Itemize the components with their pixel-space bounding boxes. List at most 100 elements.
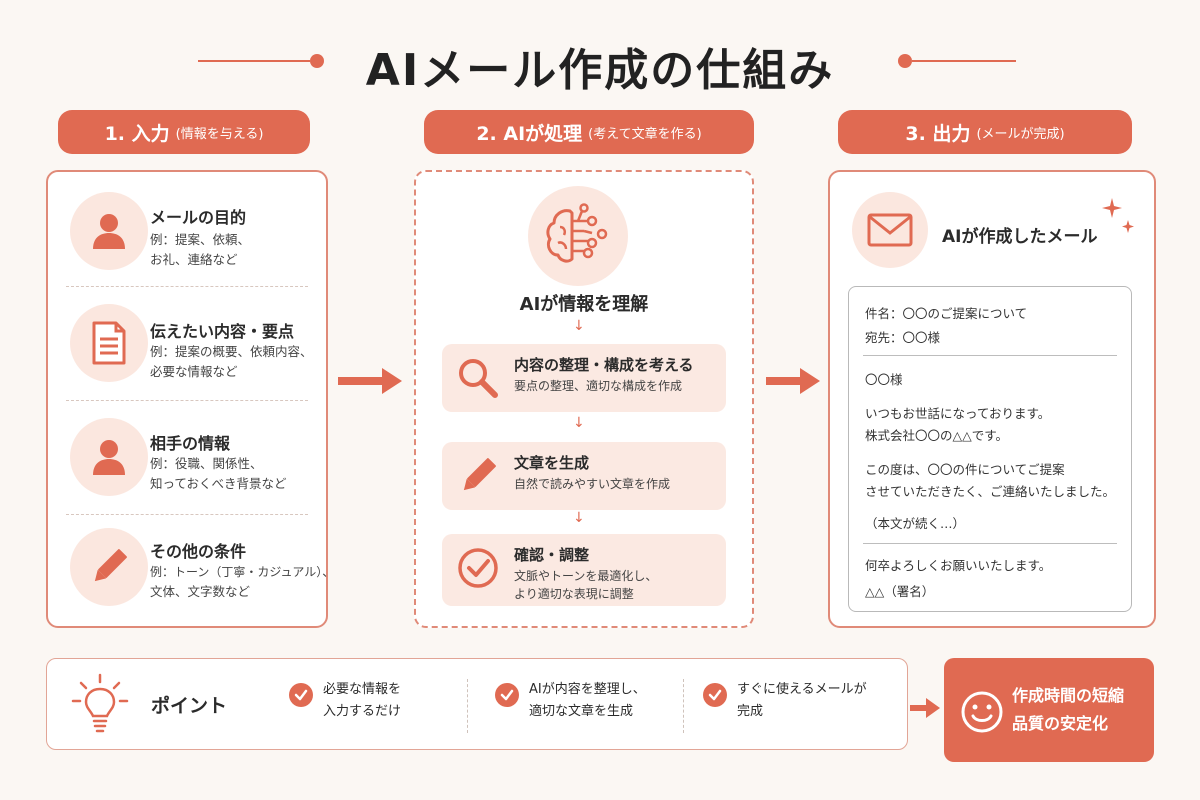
- input-desc: 例：提案、依頼、 お礼、連絡など: [150, 230, 330, 270]
- input-desc-line: 文体、文字数など: [150, 584, 251, 599]
- point-text-line: 適切な文章を生成: [529, 704, 634, 719]
- email-recipient: 宛先：〇〇様: [865, 330, 941, 345]
- process-panel: AIが情報を理解 ↓ 内容の整理・構成を考える 要点の整理、適切な構成を作成 ↓…: [414, 170, 754, 628]
- process-desc-line: 要点の整理、適切な構成を作成: [514, 379, 683, 393]
- check-icon: [703, 683, 727, 707]
- arrow-right-icon: [766, 368, 820, 394]
- process-step-organize: 内容の整理・構成を考える 要点の整理、適切な構成を作成: [442, 344, 726, 412]
- process-step-desc: 要点の整理、適切な構成を作成: [514, 377, 682, 395]
- divider: [683, 679, 684, 733]
- email-body-line: 〇〇様: [865, 372, 903, 387]
- email-body-line: この度は、〇〇の件についてご提案: [865, 462, 1065, 477]
- check-circle-icon: [452, 542, 504, 594]
- step-label: 2. AIが処理: [476, 122, 583, 145]
- input-panel: メールの目的 例：提案、依頼、 お礼、連絡など 伝えたい内容・要点 例：提案の概…: [46, 170, 335, 628]
- sparkle-icon: [1102, 198, 1134, 233]
- process-step-desc: 文脈やトーンを最適化し、 より適切な表現に調整: [514, 567, 657, 603]
- arrow-down-icon: ↓: [573, 510, 585, 526]
- pencil-icon: [70, 528, 148, 606]
- input-item-content: 伝えたい内容・要点 例：提案の概要、依頼内容、 必要な情報など: [48, 286, 326, 400]
- input-desc: 例：トーン（丁寧・カジュアル）、 文体、文字数など: [150, 562, 335, 602]
- email-body-line: いつもお世話になっております。: [865, 406, 1051, 421]
- input-desc-line: 知っておくべき背景など: [150, 476, 287, 491]
- input-desc-line: 例：役職、関係性、: [150, 456, 263, 471]
- divider: [863, 355, 1117, 356]
- input-title: メールの目的: [150, 208, 247, 227]
- point-text: すぐに使えるメールが 完成: [737, 679, 867, 723]
- input-desc-line: 例：提案、依頼、: [150, 232, 251, 247]
- step-sub: (情報を与える): [175, 126, 264, 142]
- divider: [467, 679, 468, 733]
- arrow-down-icon: ↓: [573, 318, 585, 334]
- brain-icon: [528, 186, 628, 286]
- pencil-icon: [452, 450, 504, 502]
- step-sub: (メールが完成): [976, 126, 1065, 142]
- input-desc-line: 必要な情報など: [150, 364, 238, 379]
- point-text: 必要な情報を 入力するだけ: [323, 679, 401, 723]
- process-step-review: 確認・調整 文脈やトーンを最適化し、 より適切な表現に調整: [442, 534, 726, 606]
- process-step-generate: 文章を生成 自然で読みやすい文章を作成: [442, 442, 726, 510]
- process-step-desc: 自然で読みやすい文章を作成: [514, 475, 670, 493]
- step-label: 3. 出力: [905, 122, 971, 145]
- process-step-title: 内容の整理・構成を考える: [514, 356, 694, 374]
- input-title: その他の条件: [150, 542, 247, 561]
- person-icon: [70, 192, 148, 270]
- point-box: ポイント 必要な情報を 入力するだけ AIが内容を整理し、 適切な文章を生成 す…: [46, 658, 908, 750]
- email-preview: 件名：〇〇のご提案について 宛先：〇〇様 〇〇様 いつもお世話になっております。…: [848, 286, 1132, 612]
- input-item-conditions: その他の条件 例：トーン（丁寧・カジュアル）、 文体、文字数など: [48, 514, 335, 628]
- input-title: 相手の情報: [150, 434, 231, 453]
- input-desc: 例：提案の概要、依頼内容、 必要な情報など: [150, 342, 340, 382]
- lightbulb-icon: [71, 673, 129, 733]
- step-pill-process: 2. AIが処理 (考えて文章を作る): [424, 110, 754, 154]
- input-desc: 例：役職、関係性、 知っておくべき背景など: [150, 454, 330, 494]
- input-item-purpose: メールの目的 例：提案、依頼、 お礼、連絡など: [48, 172, 326, 286]
- result-line: 作成時間の短縮: [1012, 686, 1125, 705]
- page-title: AIメール作成の仕組み: [365, 45, 835, 96]
- result-box: 作成時間の短縮 品質の安定化: [944, 658, 1154, 762]
- email-signature: △△（署名）: [865, 584, 935, 599]
- smile-icon: [961, 691, 1003, 733]
- point-text-line: 入力するだけ: [323, 704, 402, 719]
- output-heading: AIが作成したメール: [942, 227, 1098, 247]
- email-body-line: （本文が続く…）: [865, 516, 966, 531]
- process-heading: AIが情報を理解: [519, 294, 649, 315]
- divider: [66, 286, 308, 287]
- process-desc-line: より適切な表現に調整: [514, 587, 634, 601]
- email-body-line: させていただきたく、ご連絡いたしました。: [865, 484, 1116, 499]
- document-icon: [70, 304, 148, 382]
- point-text-line: 必要な情報を: [323, 682, 402, 697]
- email-body-line: 株式会社〇〇の△△です。: [865, 428, 1008, 443]
- divider: [863, 543, 1117, 544]
- check-icon: [495, 683, 519, 707]
- input-title: 伝えたい内容・要点: [150, 322, 295, 341]
- email-closing-line: 何卒よろしくお願いいたします。: [865, 558, 1052, 573]
- input-item-recipient: 相手の情報 例：役職、関係性、 知っておくべき背景など: [48, 400, 326, 514]
- arrow-right-icon: [910, 698, 940, 718]
- process-step-title: 確認・調整: [514, 546, 590, 564]
- step-sub: (考えて文章を作る): [588, 126, 702, 142]
- process-desc-line: 文脈やトーンを最適化し、: [514, 569, 658, 583]
- output-panel: AIが作成したメール 件名：〇〇のご提案について 宛先：〇〇様 〇〇様 いつもお…: [828, 170, 1156, 628]
- envelope-icon: [852, 192, 928, 268]
- divider: [66, 514, 308, 515]
- input-desc-line: 例：提案の概要、依頼内容、: [150, 344, 313, 359]
- title-area: AIメール作成の仕組み: [0, 28, 1200, 98]
- input-desc-line: お礼、連絡など: [150, 252, 238, 267]
- divider: [66, 400, 308, 401]
- point-text-line: 完成: [737, 704, 764, 719]
- point-text-line: AIが内容を整理し、: [529, 682, 646, 697]
- input-desc-line: 例：トーン（丁寧・カジュアル）、: [150, 565, 335, 579]
- point-text: AIが内容を整理し、 適切な文章を生成: [529, 679, 646, 723]
- title-line-left: [198, 60, 310, 62]
- email-subject: 件名：〇〇のご提案について: [865, 306, 1028, 321]
- point-label: ポイント: [151, 695, 228, 717]
- arrow-right-icon: [338, 368, 402, 394]
- step-label: 1. 入力: [104, 122, 170, 145]
- step-pill-output: 3. 出力 (メールが完成): [838, 110, 1132, 154]
- result-text: 作成時間の短縮 品質の安定化: [1012, 682, 1124, 738]
- process-desc-line: 自然で読みやすい文章を作成: [514, 477, 671, 491]
- step-pill-input: 1. 入力 (情報を与える): [58, 110, 310, 154]
- title-dot-right: [898, 54, 912, 68]
- result-line: 品質の安定化: [1012, 714, 1109, 733]
- title-line-right: [912, 60, 1016, 62]
